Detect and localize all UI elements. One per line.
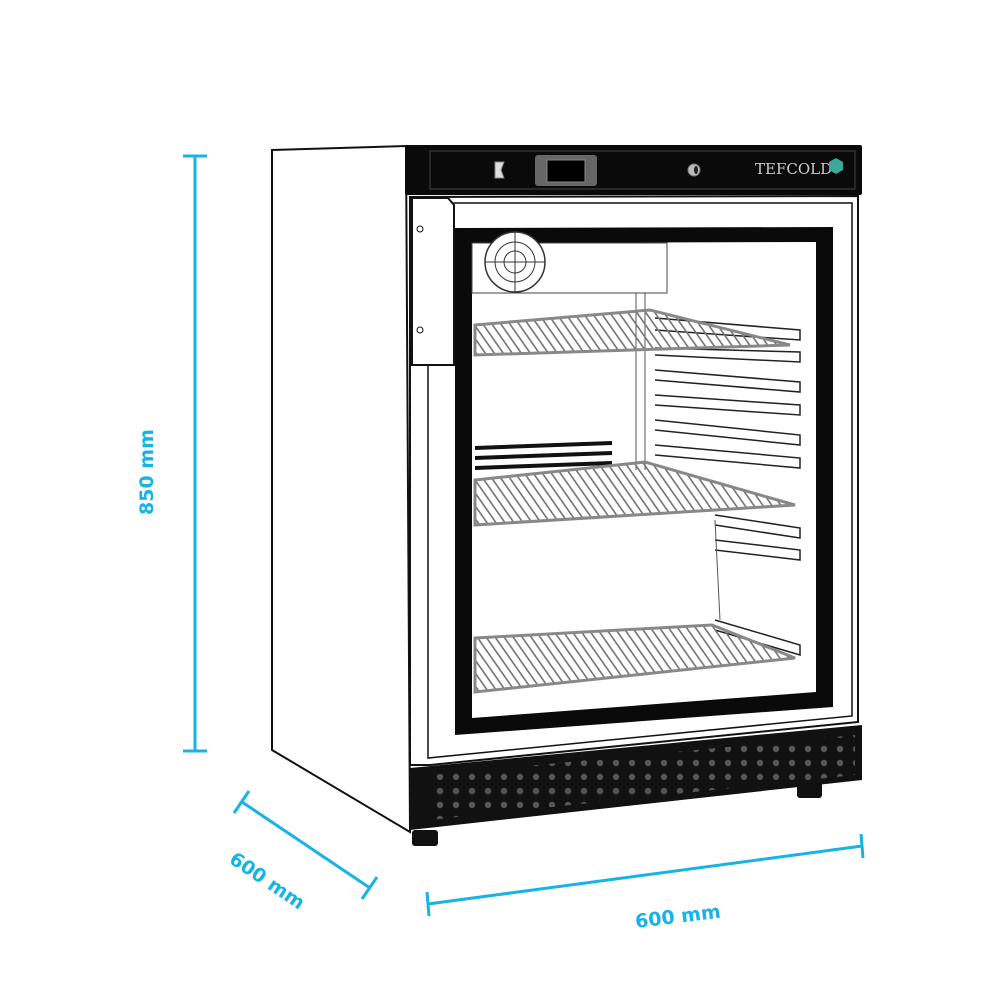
- cabinet-side-panel: [271, 144, 412, 834]
- front-left-foot: [412, 830, 438, 846]
- power-switch-icon: [494, 161, 505, 179]
- depth-label: 600 mm: [225, 848, 308, 914]
- rear-vent: [474, 441, 613, 470]
- control-panel: TEFCOLD: [405, 145, 862, 195]
- wire-shelf-bottom: [473, 623, 796, 694]
- height-label: 850 mm: [136, 429, 158, 515]
- width-label: 600 mm: [634, 901, 722, 933]
- width-dimension: [425, 833, 865, 917]
- wire-shelf-middle: [473, 460, 796, 527]
- brand-logo: TEFCOLD: [755, 160, 832, 178]
- door-handle[interactable]: [411, 197, 455, 366]
- height-dimension: [183, 154, 207, 753]
- front-right-foot: [797, 782, 822, 798]
- depth-dimension: [232, 790, 379, 900]
- logo-cube-icon: [829, 158, 843, 174]
- temperature-display: [546, 159, 586, 183]
- wire-shelf-top: [473, 308, 791, 357]
- cabinet-interior: [471, 231, 801, 694]
